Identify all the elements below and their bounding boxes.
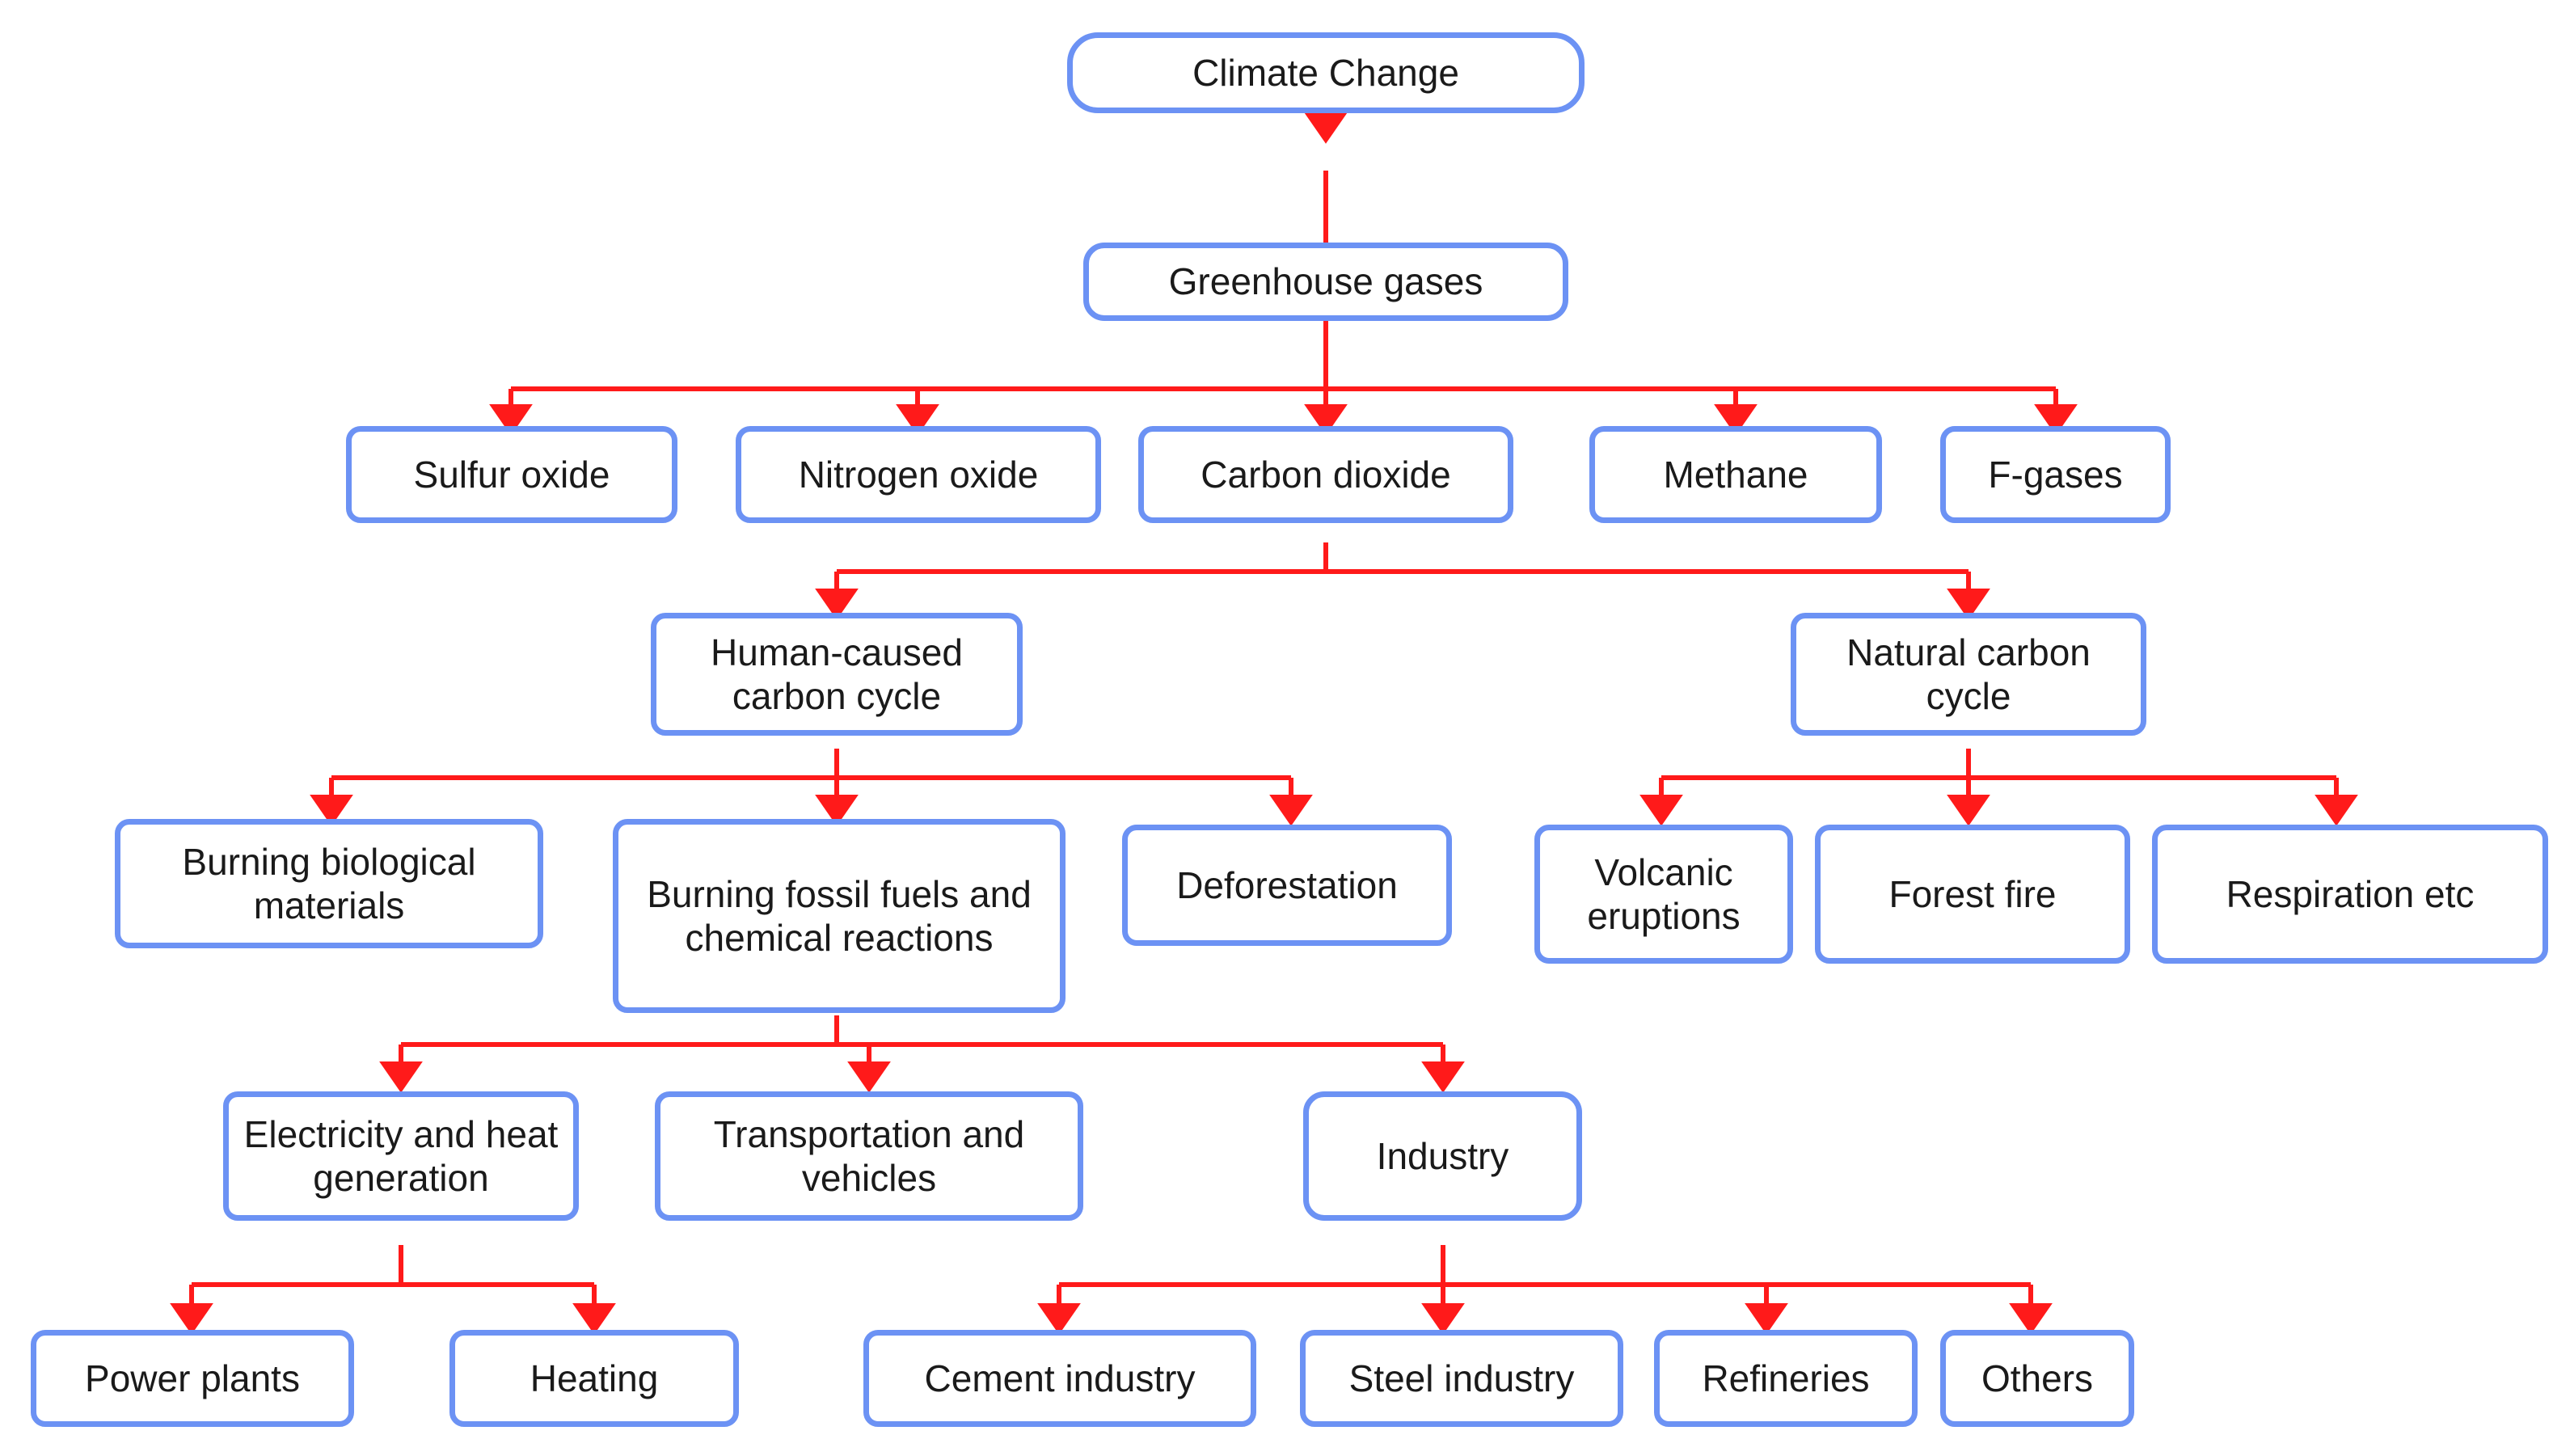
node-label: Transportation and vehicles [713,1112,1025,1199]
node-steel-industry[interactable]: Steel industry [1300,1330,1623,1427]
node-label: Forest fire [1888,872,2057,915]
node-label: Volcanic eruptions [1587,850,1741,937]
node-label: Burning biological materials [182,840,476,926]
node-label: Carbon dioxide [1201,453,1451,496]
node-label: Refineries [1702,1357,1870,1399]
node-power-plants[interactable]: Power plants [31,1330,354,1427]
node-methane[interactable]: Methane [1589,426,1882,523]
node-label: F-gases [1988,453,2123,496]
node-label: Climate Change [1192,51,1459,94]
node-label: Power plants [85,1357,300,1399]
node-respiration-etc[interactable]: Respiration etc [2152,825,2548,964]
node-carbon-dioxide[interactable]: Carbon dioxide [1138,426,1513,523]
node-label: Natural carbon cycle [1846,631,2091,717]
node-natural-carbon-cycle[interactable]: Natural carbon cycle [1791,613,2146,736]
node-transportation-vehicles[interactable]: Transportation and vehicles [655,1091,1083,1221]
node-label: Others [1981,1357,2094,1399]
node-heating[interactable]: Heating [449,1330,739,1427]
node-others[interactable]: Others [1940,1330,2134,1427]
node-label: Steel industry [1348,1357,1575,1399]
node-label: Industry [1376,1134,1509,1177]
node-refineries[interactable]: Refineries [1654,1330,1918,1427]
node-climate-change[interactable]: Climate Change [1067,32,1585,113]
node-label: Sulfur oxide [413,453,610,496]
node-greenhouse-gases[interactable]: Greenhouse gases [1083,243,1568,321]
node-label: Greenhouse gases [1168,260,1483,303]
node-cement-industry[interactable]: Cement industry [863,1330,1256,1427]
node-label: Cement industry [924,1357,1196,1399]
node-f-gases[interactable]: F-gases [1940,426,2171,523]
node-sulfur-oxide[interactable]: Sulfur oxide [346,426,677,523]
node-forest-fire[interactable]: Forest fire [1815,825,2130,964]
node-electricity-heat-generation[interactable]: Electricity and heat generation [223,1091,579,1221]
node-label: Deforestation [1176,863,1398,906]
node-label: Heating [530,1357,659,1399]
node-burning-biological-materials[interactable]: Burning biological materials [115,819,543,948]
node-nitrogen-oxide[interactable]: Nitrogen oxide [736,426,1101,523]
node-industry[interactable]: Industry [1303,1091,1582,1221]
node-deforestation[interactable]: Deforestation [1122,825,1452,946]
node-label: Methane [1663,453,1808,496]
node-human-caused-carbon-cycle[interactable]: Human-caused carbon cycle [651,613,1023,736]
node-label: Respiration etc [2226,872,2475,915]
node-burning-fossil-fuels[interactable]: Burning fossil fuels and chemical reacti… [613,819,1066,1013]
node-volcanic-eruptions[interactable]: Volcanic eruptions [1534,825,1793,964]
node-label: Human-caused carbon cycle [711,631,963,717]
node-label: Nitrogen oxide [798,453,1039,496]
node-label: Electricity and heat generation [243,1112,559,1199]
node-label: Burning fossil fuels and chemical reacti… [647,872,1032,959]
